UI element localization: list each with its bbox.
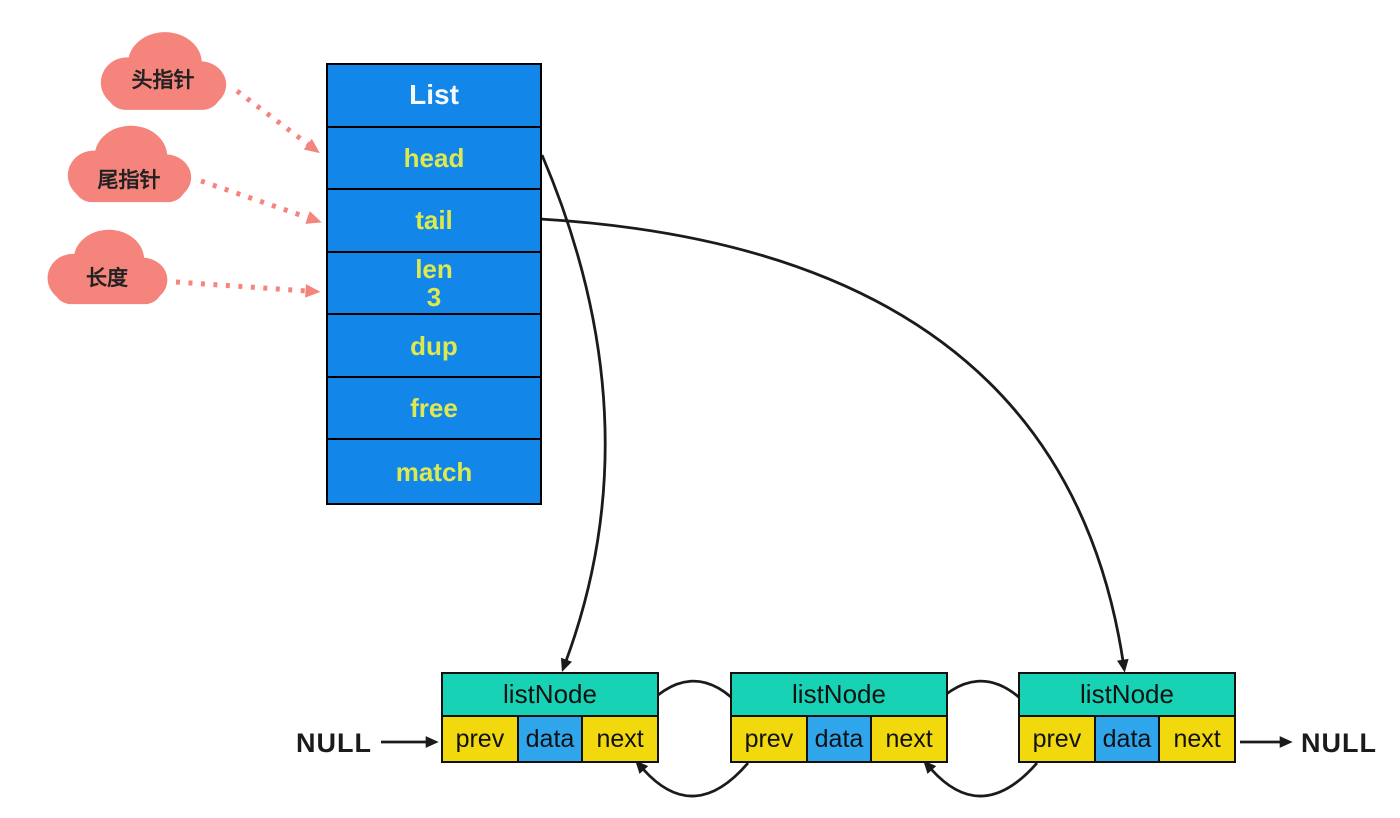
cloud-label-tail-pointer: 尾指针: [97, 169, 161, 192]
list-node-1-cells: prev data next: [443, 717, 657, 761]
cloud-length: 长度: [42, 222, 172, 310]
list-row-label: head: [403, 142, 465, 173]
length-dotted-arrow: [175, 279, 321, 298]
list-node-3-prev: prev: [1020, 717, 1094, 761]
head-pointer-edge: [540, 154, 607, 672]
list-row-tail: tail: [328, 190, 540, 253]
list-row-head: head: [328, 128, 540, 191]
tail-pointer-dotted-arrow: [200, 178, 322, 224]
null-label-left: NULL: [296, 728, 372, 758]
cloud-tail-pointer: 尾指针: [58, 120, 200, 206]
list-node-3-title: listNode: [1020, 674, 1234, 717]
cloud-head-pointer: 头指针: [95, 26, 231, 114]
list-len-value: 3: [426, 281, 442, 312]
list-node-3-data: data: [1093, 717, 1161, 761]
cloud-shape: [67, 125, 192, 203]
list-row-label: free: [410, 393, 458, 424]
list-node-1-data: data: [516, 717, 584, 761]
list-node-1-prev: prev: [443, 717, 517, 761]
cloud-label-length: 长度: [86, 267, 128, 290]
list-row-len: len 3: [328, 253, 540, 316]
list-row-dup: dup: [328, 315, 540, 378]
cloud-label-head-pointer: 头指针: [131, 69, 195, 92]
tail-pointer-edge: [539, 217, 1129, 673]
list-node-1-next: next: [583, 717, 657, 761]
list-node-2-cells: prev data next: [732, 717, 946, 761]
cloud-shape: [100, 32, 227, 110]
list-node-3-cells: prev data next: [1020, 717, 1234, 761]
list-node-1-title: listNode: [443, 674, 657, 717]
cloud-shape: [47, 229, 168, 305]
list-row-label: dup: [410, 330, 458, 361]
list-structure: List head tail len 3 dup free match: [326, 63, 542, 505]
list-node-3: listNode prev data next: [1018, 672, 1236, 763]
list-row-match: match: [328, 440, 540, 503]
null-label-right: NULL: [1301, 728, 1377, 758]
list-title: List: [328, 65, 540, 128]
head-pointer-dotted-arrow: [235, 89, 320, 154]
list-node-1: listNode prev data next: [441, 672, 659, 763]
list-node-2-data: data: [805, 717, 873, 761]
node3-prev-edge: [923, 760, 1039, 798]
list-node-2-next: next: [872, 717, 946, 761]
list-row-label: match: [395, 456, 473, 487]
list-node-3-next: next: [1160, 717, 1234, 761]
list-node-2-prev: prev: [732, 717, 806, 761]
list-node-2-title: listNode: [732, 674, 946, 717]
list-row-free: free: [328, 378, 540, 441]
list-row-label: len: [415, 253, 453, 284]
node2-prev-edge: [635, 760, 750, 798]
list-row-label: tail: [415, 205, 453, 236]
list-node-2: listNode prev data next: [730, 672, 948, 763]
